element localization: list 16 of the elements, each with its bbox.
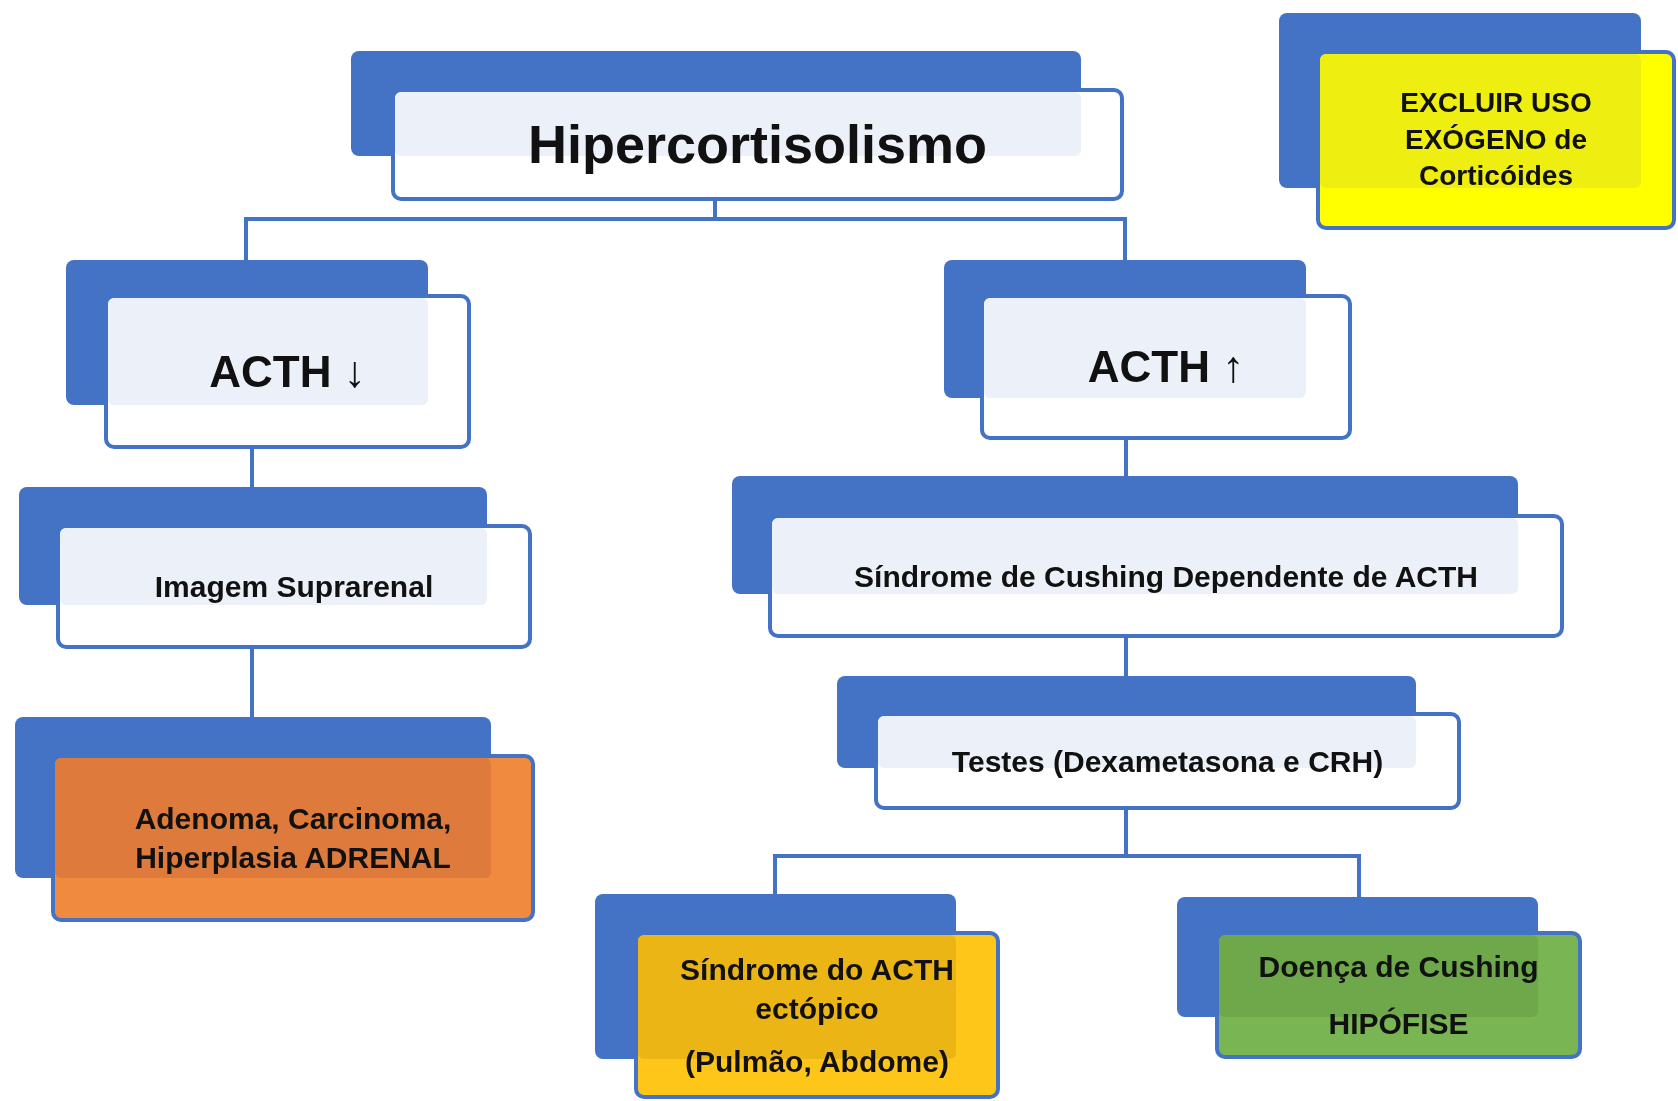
node-text: Hipercortisolismo	[527, 113, 988, 177]
node-text: Síndrome de Cushing Dependente de ACTH	[854, 558, 1478, 595]
node-text: (Pulmão, Abdome)	[685, 1043, 949, 1080]
connector-line	[250, 449, 254, 487]
connector-line	[1124, 638, 1128, 676]
node-text: HIPÓFISE	[1328, 1006, 1469, 1042]
node-text: Adenoma, Carcinoma, Hiperplasia ADRENAL	[133, 801, 453, 876]
connector-line	[1124, 440, 1128, 476]
node-text: Testes (Dexametasona e CRH)	[951, 743, 1384, 780]
node-text: Síndrome do ACTH ectópico	[679, 951, 955, 1027]
node-text: EXCLUIR USO EXÓGENO de Corticóides	[1399, 86, 1593, 194]
node-text: ACTH ↓	[209, 345, 366, 398]
node-text: Imagem Suprarenal	[154, 569, 434, 605]
node-text: ACTH ↑	[1087, 341, 1245, 394]
connector-line	[250, 649, 254, 717]
node-text: Doença de Cushing	[1258, 949, 1539, 985]
